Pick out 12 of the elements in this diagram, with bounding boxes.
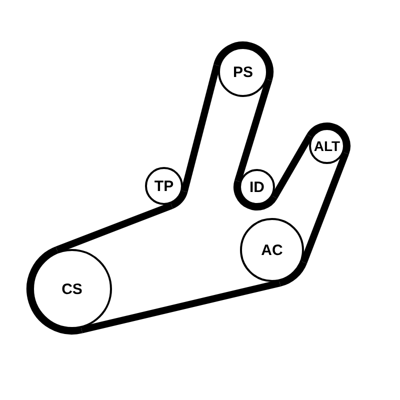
pulley-label: PS <box>232 64 253 80</box>
belt-segment <box>56 202 173 254</box>
belt-segment <box>180 64 220 192</box>
pulley-label: ID <box>250 180 264 194</box>
belt-segment <box>271 134 313 199</box>
pulley-label: CS <box>62 282 82 296</box>
pulley-label: AC <box>261 242 283 258</box>
pulley-label: TP <box>154 178 174 194</box>
pulley-label: ALT <box>314 139 340 153</box>
belt-segment <box>80 280 281 334</box>
belt-segment <box>300 152 349 264</box>
belt-segment <box>234 78 272 182</box>
